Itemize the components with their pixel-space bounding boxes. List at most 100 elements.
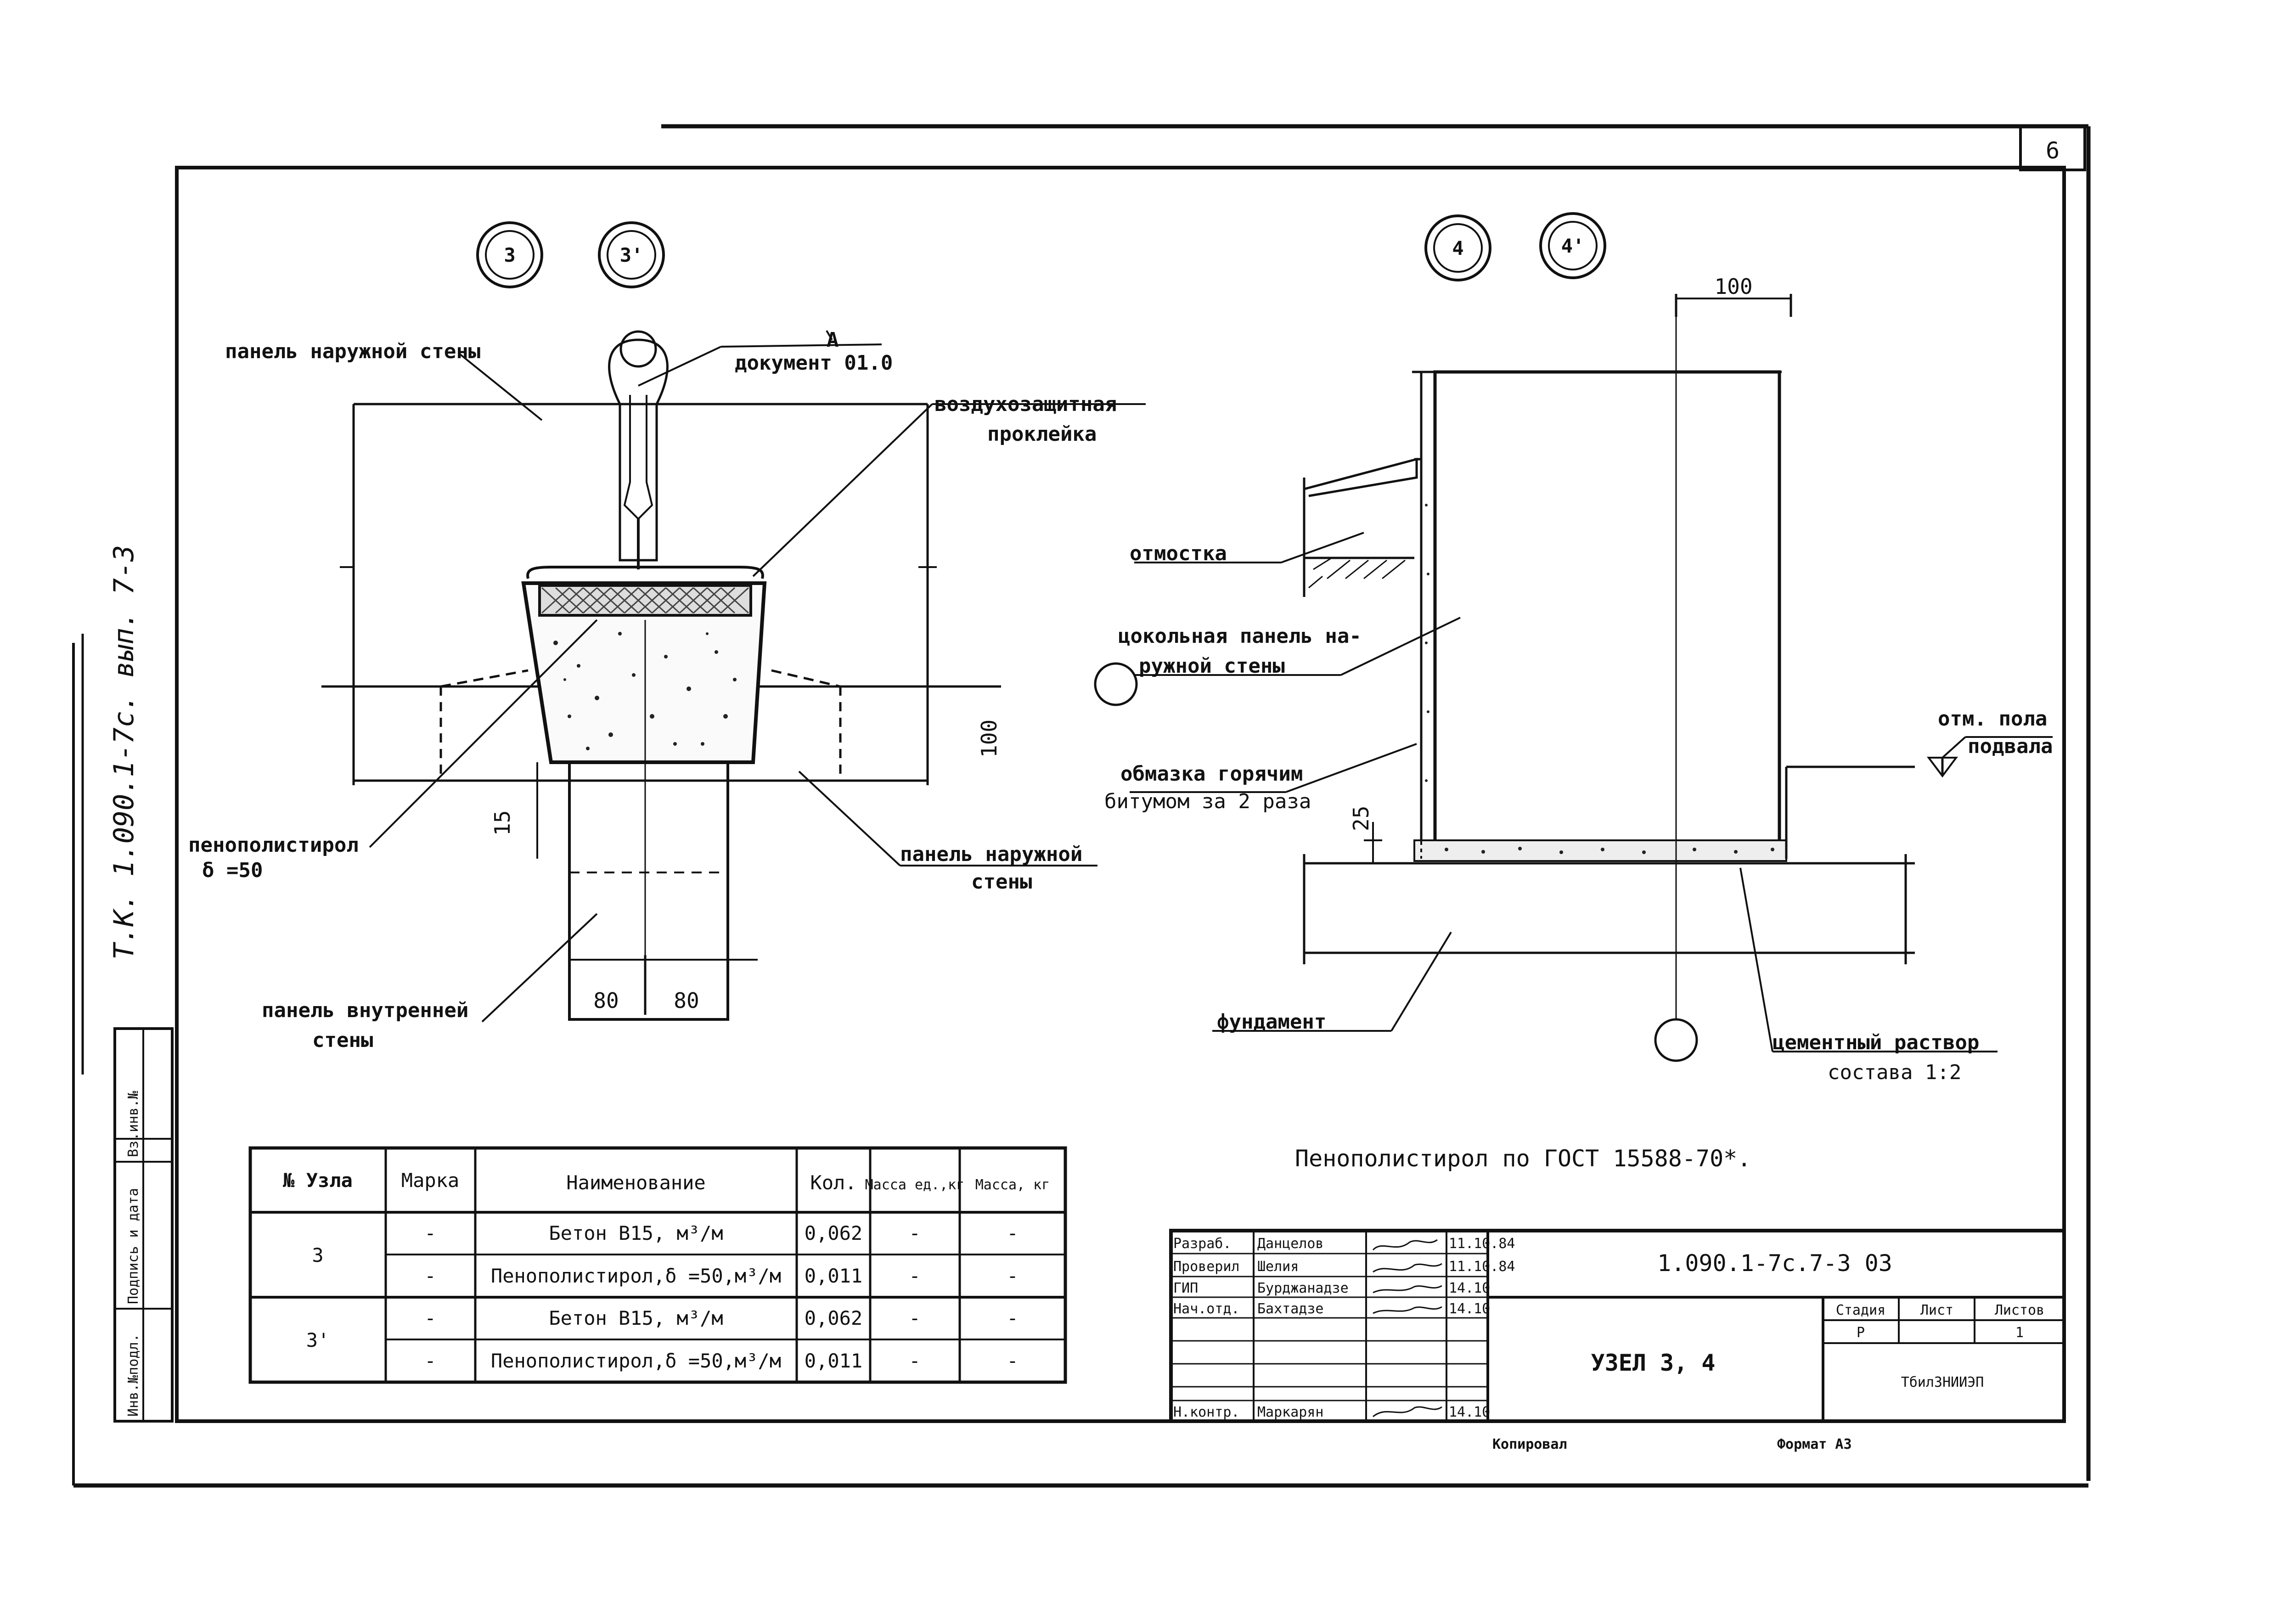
title-doc-code: 1.090.1-7с.7-3 03 [1657, 1250, 1892, 1277]
table-header-name: Наименование [566, 1171, 705, 1194]
label-plinth-2: ружной стены [1139, 654, 1285, 678]
table-row-node: 3' [306, 1329, 330, 1351]
footer-copied: Копировал [1492, 1436, 1567, 1452]
node-marker-4prime: 4' [1561, 235, 1585, 257]
detail-right-plinth [1130, 294, 2053, 1062]
footer-format: Формат А3 [1777, 1436, 1852, 1452]
label-floor-2: подвала [1968, 735, 2053, 758]
mortar-dots [1425, 504, 1774, 854]
label-bitumen-2: битумом за 2 раза [1104, 790, 1311, 813]
dim-left-15: 15 [490, 810, 515, 836]
person-date: 14.10 [1449, 1280, 1490, 1296]
title-sheets: 1 [2015, 1325, 2024, 1341]
person-name: Бахтадзе [1257, 1301, 1324, 1317]
mortar-bed [1413, 839, 1787, 862]
dim-left-100: 100 [977, 720, 1002, 758]
person-role: ГИП [1173, 1280, 1198, 1296]
label-inner-panel-1: панель внутренней [262, 999, 468, 1022]
side-note: Т.К. 1.090.1-7с. вып. 7-3 [108, 545, 140, 960]
foam-insert [538, 584, 752, 617]
label-foam-1: пенополистирол [188, 833, 359, 857]
title-stage-label: Стадия [1836, 1302, 1885, 1318]
table-row-unit-mass: - [909, 1265, 920, 1287]
dim-right-25: 25 [1349, 806, 1373, 831]
table-row-qty: 0,062 [805, 1222, 862, 1244]
label-blind-area: отмостка [1130, 542, 1227, 565]
table-row-mark: - [424, 1222, 436, 1244]
label-floor-1: отм. пола [1938, 707, 2047, 731]
table-header-qty: Кол. [810, 1171, 856, 1194]
person-role: Разраб. [1173, 1236, 1231, 1252]
page-number-box [2019, 125, 2086, 171]
label-bitumen-1: обмазка горячим [1120, 762, 1303, 786]
table-row-node: 3 [312, 1244, 323, 1266]
table-header-node: № Узла [282, 1169, 353, 1192]
title-sheet-label: Лист [1920, 1302, 1953, 1318]
label-outer-panel-right-1: панель наружной [900, 843, 1082, 866]
table-row-unit-mass: - [909, 1307, 920, 1329]
dim-right-100: 100 [1714, 274, 1752, 299]
table-row-mass: - [1007, 1265, 1018, 1287]
dim-left-80b: 80 [674, 988, 699, 1013]
page-number: 6 [2046, 137, 2060, 164]
label-foam-2: δ =50 [202, 859, 263, 882]
table-row-mark: - [424, 1307, 436, 1329]
concrete-fill-dots [553, 632, 737, 750]
person-name: Маркарян [1257, 1404, 1324, 1420]
label-document-ref: документ 01.0 [735, 351, 893, 375]
label-inner-panel-2: стены [312, 1029, 373, 1052]
stamp-label-1: Инв.№подл. [125, 1333, 141, 1417]
detail-left-joint [321, 330, 1146, 1023]
title-block [1169, 1229, 2066, 1423]
person-role: Нач.отд. [1173, 1301, 1240, 1317]
person-date: 14.10 [1449, 1301, 1490, 1317]
person-role: Проверил [1173, 1259, 1240, 1275]
label-outer-panel-right-2: стены [971, 870, 1032, 894]
title-name: УЗЕЛ 3, 4 [1591, 1350, 1716, 1376]
table-row-qty: 0,011 [805, 1350, 862, 1372]
inner-frame [175, 166, 2066, 1423]
person-name: Данцелов [1257, 1236, 1324, 1252]
table-row-mark: - [424, 1350, 436, 1372]
person-date: 11.10.84 [1449, 1236, 1515, 1252]
table-row-unit-mass: - [909, 1222, 920, 1244]
label-document-mark: А [827, 328, 839, 352]
note-polystyrene: Пенополистирол по ГОСТ 15588-70*. [1295, 1145, 1751, 1172]
table-row-name: Пенополистирол,δ =50,м³/м [491, 1350, 781, 1372]
table-row-qty: 0,011 [805, 1265, 862, 1287]
person-name: Шелия [1257, 1259, 1299, 1275]
node-marker-4: 4 [1452, 237, 1463, 259]
table-row-name: Бетон В15, м³/м [549, 1222, 723, 1244]
title-sheets-label: Листов [1995, 1302, 2044, 1318]
table-row-mass: - [1007, 1307, 1018, 1329]
table-row-mark: - [424, 1265, 436, 1287]
table-row-mass: - [1007, 1350, 1018, 1372]
node-marker-3prime: 3' [620, 244, 643, 266]
label-mortar-1: цементный раствор [1773, 1031, 1979, 1054]
label-plinth-1: цокольная панель на- [1118, 624, 1362, 648]
title-stage: Р [1857, 1325, 1865, 1341]
person-date: 11.10.84 [1449, 1259, 1515, 1275]
person-role: Н.контр. [1173, 1404, 1240, 1420]
node-marker-3: 3 [504, 244, 515, 266]
table-header-mass: Масса, кг [975, 1177, 1050, 1193]
person-date: 14.10 [1449, 1404, 1490, 1420]
table-row-unit-mass: - [909, 1350, 920, 1372]
label-outer-panel-top: панель наружной стены [225, 340, 480, 363]
dim-left-80a: 80 [593, 988, 619, 1013]
spec-table [248, 1146, 1067, 1384]
stamp-label-2: Подпись и дата [125, 1188, 141, 1304]
table-header-mark: Марка [401, 1169, 459, 1192]
label-air-barrier-1: воздухозащитная [934, 393, 1117, 416]
table-row-mass: - [1007, 1222, 1018, 1244]
person-name: Бурджанадзе [1257, 1280, 1349, 1296]
stamp-label-3: Вз.инв.№ [125, 1091, 141, 1158]
label-air-barrier-2: проклейка [987, 422, 1097, 446]
table-row-name: Бетон В15, м³/м [549, 1307, 723, 1329]
label-mortar-2: состава 1:2 [1828, 1061, 1961, 1084]
label-foundation: фундамент [1217, 1010, 1326, 1034]
table-row-qty: 0,062 [805, 1307, 862, 1329]
table-row-name: Пенополистирол,δ =50,м³/м [491, 1265, 781, 1287]
title-org: ТбилЗНИИЭП [1901, 1374, 1984, 1390]
